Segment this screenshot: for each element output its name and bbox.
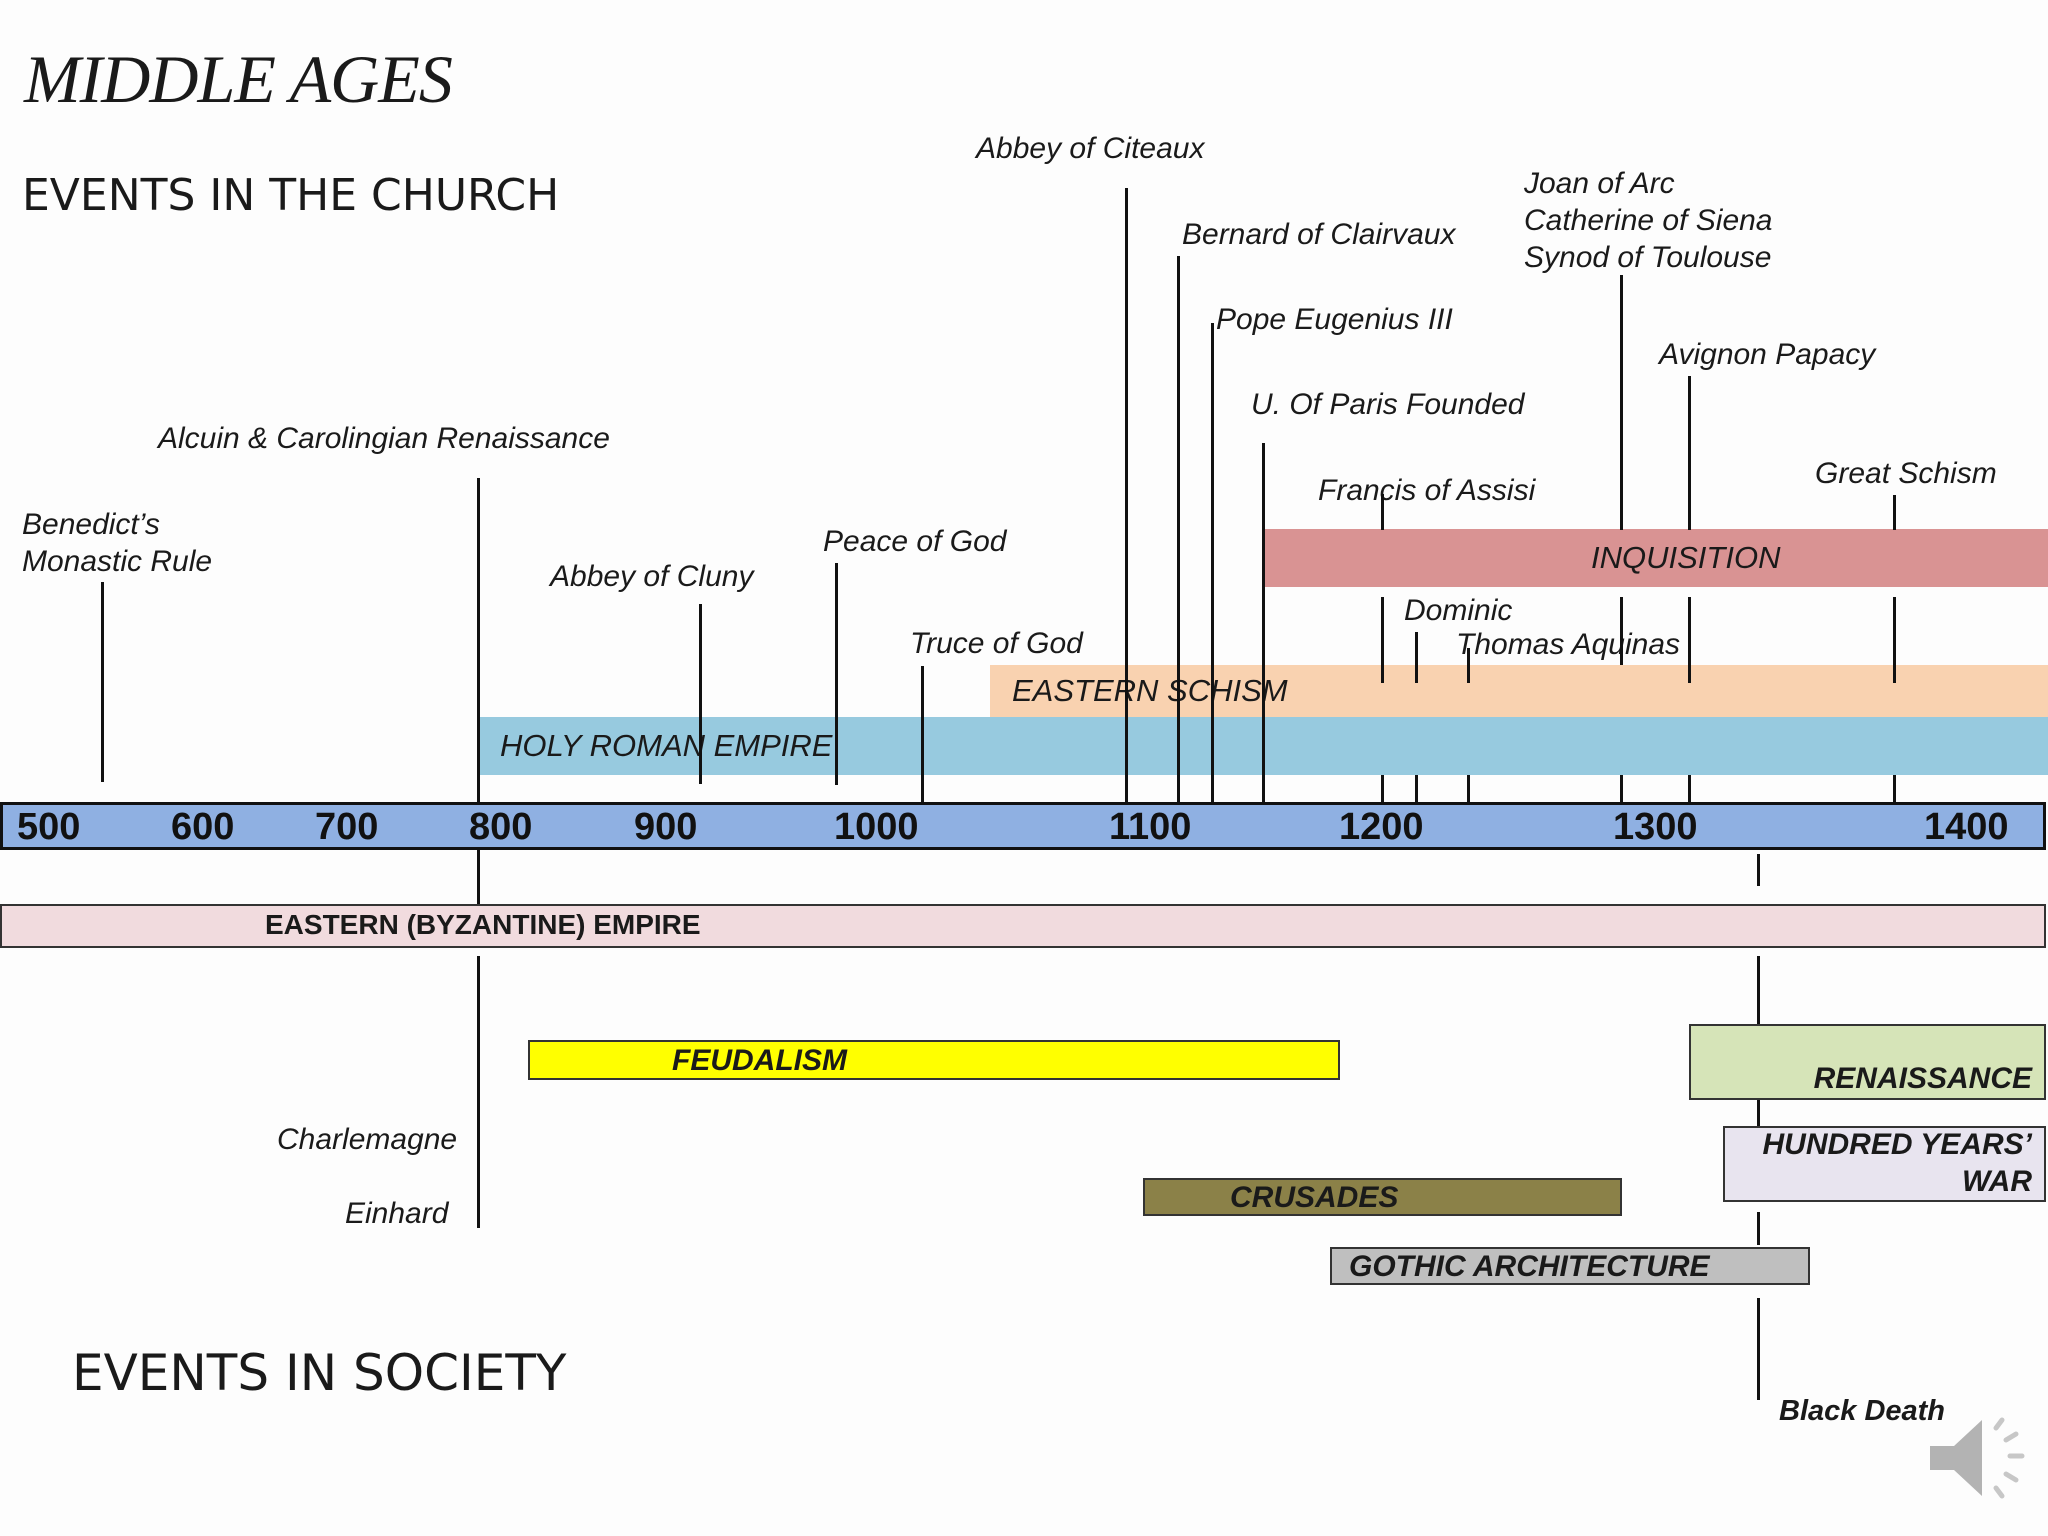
band-byzantine: EASTERN (BYZANTINE) EMPIRE (0, 904, 2046, 948)
event-alcuin: Alcuin & Carolingian Renaissance (158, 422, 610, 455)
line-bernard (1177, 256, 1180, 802)
band-eastern-schism: EASTERN SCHISM (990, 665, 2048, 717)
line-schism-mid (1893, 597, 1896, 683)
band-renaissance: RENAISSANCE (1689, 1024, 2046, 1100)
speaker-icon[interactable] (1916, 1398, 2036, 1518)
event-truce-of-god: Truce of God (910, 627, 1083, 660)
event-einhard: Einhard (345, 1197, 449, 1230)
line-aquinas (1467, 648, 1470, 683)
line-benedict (101, 582, 104, 782)
band-hundred-years-label-2: WAR (1962, 1165, 2032, 1198)
event-synod: Synod of Toulouse (1524, 241, 1772, 274)
tick-1100: 1100 (1109, 806, 1192, 848)
timeline-axis: 500 600 700 800 900 1000 1100 1200 1300 … (0, 802, 2046, 850)
line-truce (921, 666, 924, 802)
band-eastern-schism-label: EASTERN SCHISM (1012, 673, 1288, 708)
line-joan-mid (1620, 597, 1623, 665)
event-charlemagne: Charlemagne (277, 1123, 458, 1156)
tick-1200: 1200 (1339, 806, 1424, 848)
band-crusades-label: CRUSADES (1230, 1181, 1399, 1214)
line-black-death-top (1757, 854, 1760, 886)
line-black-death-4 (1757, 1298, 1760, 1400)
line-cluny (699, 604, 702, 784)
band-gothic-label: GOTHIC ARCHITECTURE (1349, 1250, 1710, 1283)
band-inquisition-label: INQUISITION (1591, 540, 1781, 575)
line-paris (1262, 443, 1265, 802)
line-aquinas-bottom (1467, 775, 1470, 802)
line-black-death-1 (1757, 956, 1760, 1024)
line-dominic-bottom (1415, 775, 1418, 802)
event-great-schism: Great Schism (1815, 457, 1997, 490)
event-joan: Joan of Arc (1524, 167, 1675, 200)
line-dominic (1415, 632, 1418, 683)
line-alcuin (477, 478, 480, 802)
tick-700: 700 (315, 806, 379, 848)
line-joan-bottom (1620, 775, 1623, 802)
event-francis: Francis of Assisi (1318, 474, 1536, 507)
band-holy-roman-empire-label: HOLY ROMAN EMPIRE (500, 728, 833, 763)
line-avignon (1688, 376, 1691, 530)
line-avignon-mid (1688, 597, 1691, 683)
line-joan (1620, 275, 1623, 530)
band-inquisition: INQUISITION (1263, 529, 2048, 587)
line-citeaux (1125, 188, 1128, 802)
event-bernard: Bernard of Clairvaux (1182, 218, 1456, 251)
band-gothic: GOTHIC ARCHITECTURE (1330, 1247, 1810, 1285)
tick-1300: 1300 (1613, 806, 1698, 848)
line-francis-mid (1381, 597, 1384, 683)
event-paris: U. Of Paris Founded (1251, 388, 1525, 421)
band-byzantine-label: EASTERN (BYZANTINE) EMPIRE (265, 909, 701, 940)
event-cluny: Abbey of Cluny (550, 560, 754, 593)
event-dominic: Dominic (1404, 594, 1513, 627)
event-benedict: Benedict’s (22, 508, 160, 541)
tick-900: 900 (634, 806, 698, 848)
line-francis-bottom (1381, 775, 1384, 802)
event-black-death: Black Death (1779, 1395, 1946, 1427)
line-charlemagne-top (477, 850, 480, 904)
line-peace (835, 563, 838, 785)
band-feudalism: FEUDALISM (528, 1040, 1340, 1080)
event-peace-of-god: Peace of God (823, 525, 1007, 558)
line-black-death-3 (1757, 1212, 1760, 1245)
tick-600: 600 (171, 806, 235, 848)
event-aquinas: Thomas Aquinas (1456, 628, 1681, 661)
tick-1000: 1000 (834, 806, 919, 848)
tick-800: 800 (469, 806, 533, 848)
event-benedict-rule: Monastic Rule (22, 545, 213, 578)
society-heading: EVENTS IN SOCIETY (72, 1344, 567, 1402)
line-schism (1893, 495, 1896, 530)
church-heading: EVENTS IN THE CHURCH (22, 170, 560, 221)
event-eugenius: Pope Eugenius III (1216, 303, 1453, 336)
line-francis-top (1381, 494, 1384, 530)
line-schism-bottom (1893, 775, 1896, 802)
band-hundred-years-war: HUNDRED YEARS’ WAR (1723, 1126, 2046, 1202)
event-catherine: Catherine of Siena (1524, 204, 1773, 237)
event-avignon: Avignon Papacy (1659, 338, 1876, 371)
band-hundred-years-label-1: HUNDRED YEARS’ (1762, 1128, 2033, 1161)
page-title: MIDDLE AGES (24, 41, 453, 117)
line-eugenius (1211, 323, 1214, 802)
band-crusades: CRUSADES (1143, 1178, 1622, 1216)
line-avignon-bottom (1688, 775, 1691, 802)
tick-1400: 1400 (1924, 806, 2009, 848)
tick-500: 500 (17, 806, 81, 848)
line-charlemagne (477, 956, 480, 1228)
line-black-death-2 (1757, 1098, 1760, 1126)
band-feudalism-label: FEUDALISM (672, 1044, 847, 1077)
event-citeaux: Abbey of Citeaux (976, 132, 1205, 165)
band-renaissance-label: RENAISSANCE (1813, 1062, 2032, 1095)
